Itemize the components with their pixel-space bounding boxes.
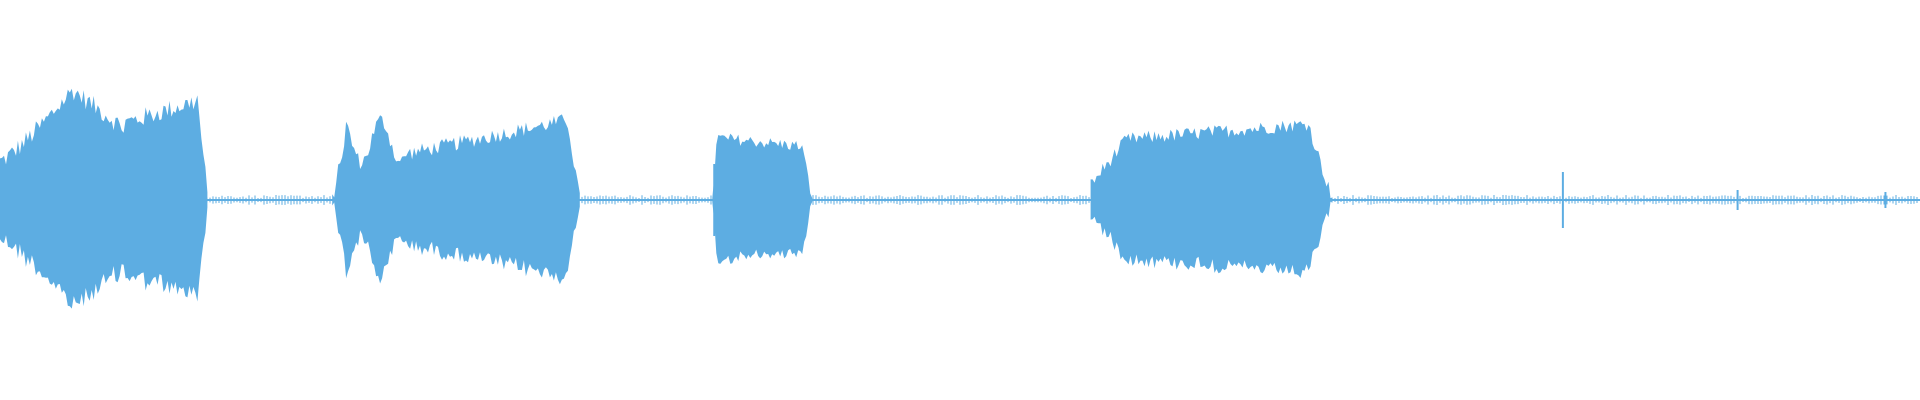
waveform-segment-3 <box>712 133 813 264</box>
waveform-segment-1 <box>0 88 208 309</box>
waveform-segments <box>0 88 1918 309</box>
waveform-segment-2 <box>332 114 580 285</box>
waveform-spikes <box>713 164 1887 236</box>
waveform-segment-4 <box>1090 120 1333 278</box>
